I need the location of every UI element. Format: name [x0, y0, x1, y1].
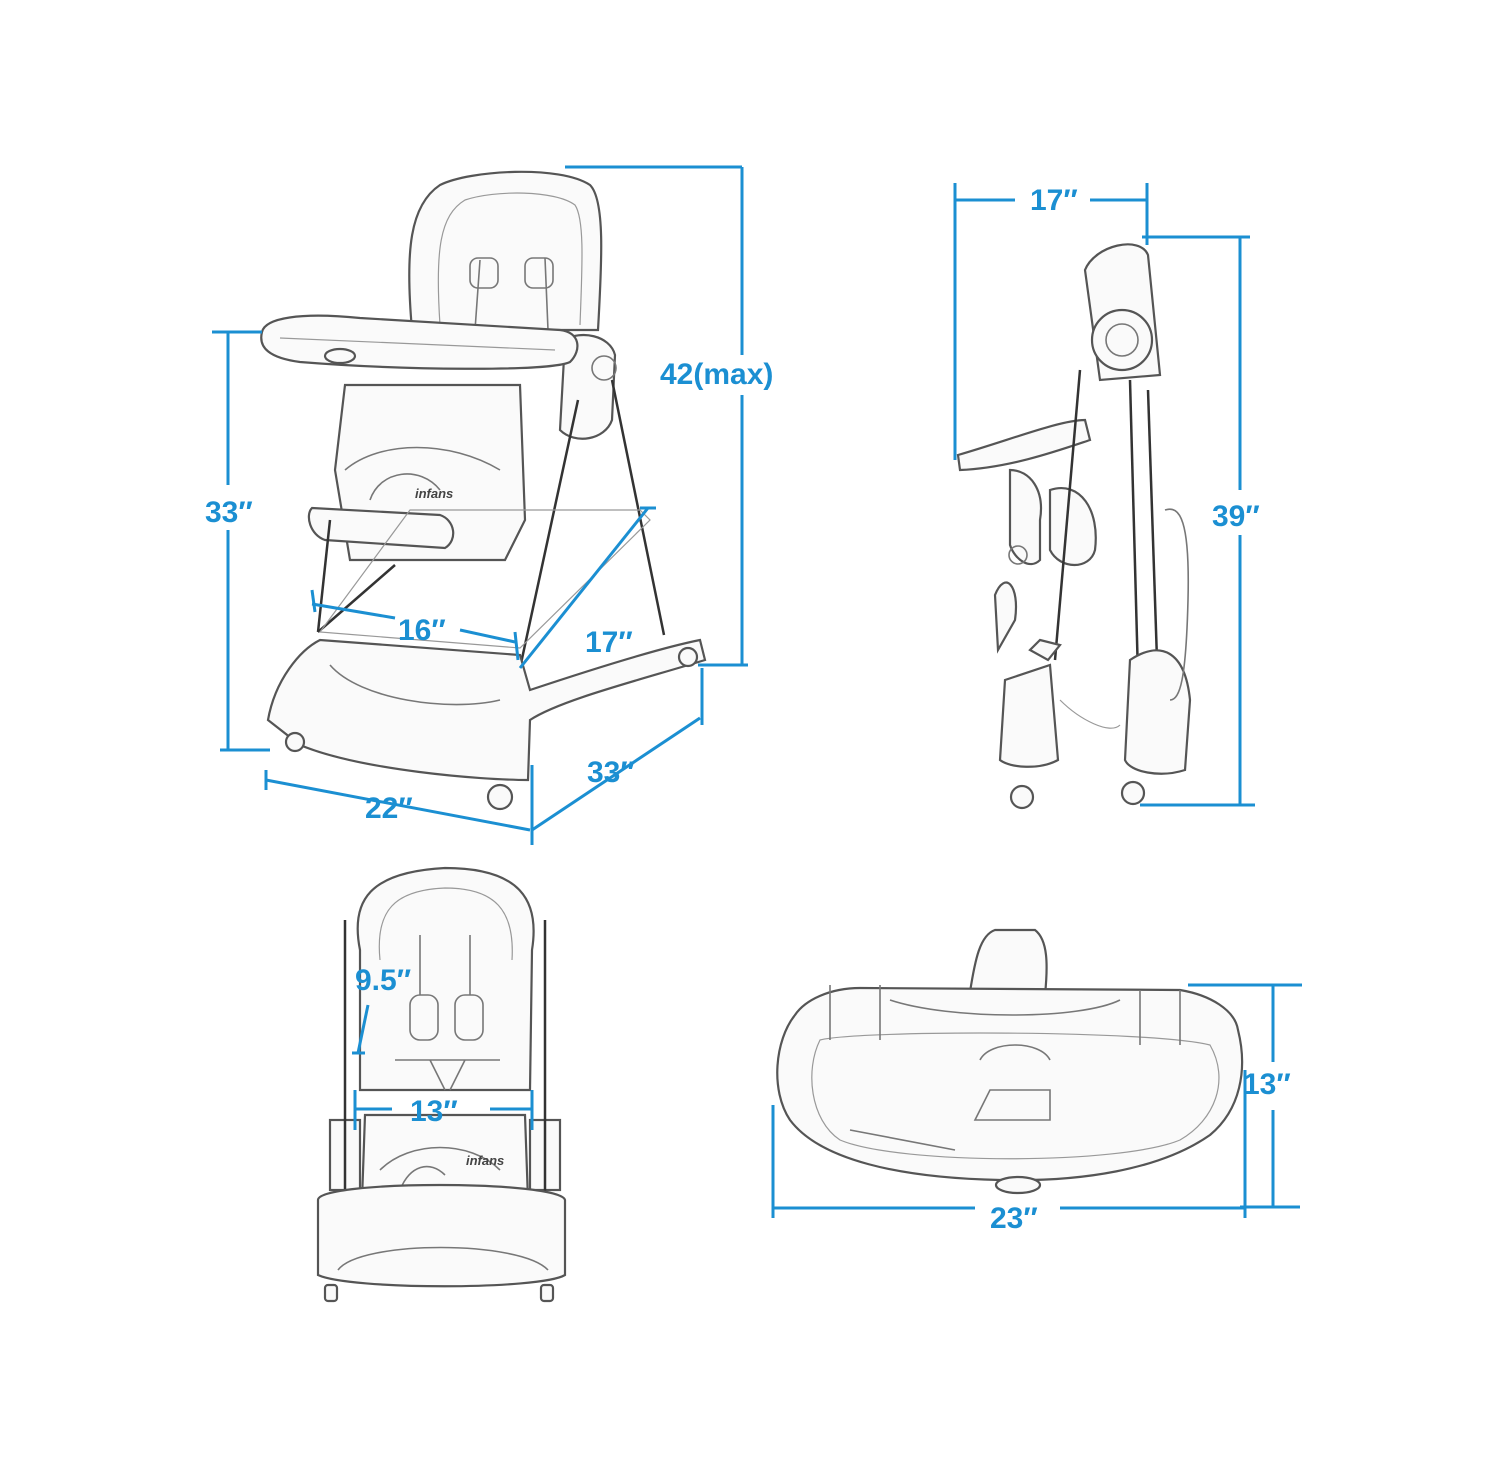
front-brand-text: infans — [466, 1153, 504, 1168]
label-folded-width: 17″ — [1030, 184, 1078, 217]
wheel-front — [486, 783, 514, 811]
dim-line — [265, 778, 531, 832]
front-backrest — [356, 866, 535, 1092]
wheel-rear — [677, 646, 699, 668]
label-footrest-depth: 17″ — [585, 626, 633, 659]
label-tray-depth: 13″ — [1243, 1068, 1291, 1101]
label-base-depth: 33″ — [587, 756, 635, 789]
label-footrest-width: 16″ — [398, 614, 446, 647]
wheel-left — [284, 731, 306, 753]
dim-line — [311, 602, 396, 620]
label-back-height: 9.5″ — [355, 964, 411, 997]
dim-line — [518, 507, 650, 669]
seat-brand-text: infans — [415, 486, 453, 501]
front-base — [316, 1183, 567, 1288]
folded-tray — [956, 418, 1092, 472]
tray-outline — [776, 986, 1244, 1182]
front-left-leg — [316, 519, 332, 633]
highchair-folded-side-view: 17″ 39″ — [953, 183, 1260, 810]
harness-straps — [474, 257, 549, 331]
tray-logo-bottom — [994, 1175, 1042, 1195]
folded-base-front — [998, 663, 1060, 768]
label-seat-height: 33″ — [205, 496, 253, 529]
dim-line — [459, 628, 516, 644]
seat-front-view: infans 9.5″ 13″ — [316, 866, 567, 1303]
highchair-three-quarter-view: infans 42(max) — [205, 165, 773, 845]
label-tray-width: 23″ — [990, 1202, 1038, 1235]
backrest — [408, 170, 603, 332]
dim-line — [513, 631, 520, 661]
tray-top-view: 13″ 23″ — [771, 928, 1302, 1235]
label-height-max: 42(max) — [660, 358, 773, 391]
rear-right-leg — [610, 379, 666, 636]
folded-wheel-front — [1009, 784, 1035, 810]
label-folded-height: 39″ — [1212, 500, 1260, 533]
footrest — [307, 506, 455, 550]
tray-handle — [973, 1044, 1051, 1121]
folded-wheel-rear — [1120, 780, 1146, 806]
front-right-leg — [518, 399, 580, 669]
storage-basket — [318, 509, 651, 649]
folded-base-rear — [1123, 649, 1192, 775]
label-base-width: 22″ — [365, 792, 413, 825]
folded-seat — [1008, 468, 1043, 566]
seat-side-pod — [558, 333, 617, 440]
recline-hub — [1090, 308, 1154, 372]
tray-logo — [323, 347, 357, 365]
dim-line — [310, 589, 317, 613]
tray-insert-tab — [968, 928, 1048, 997]
dim-line — [356, 1004, 370, 1054]
label-seat-width: 13″ — [410, 1095, 458, 1128]
dim-line — [531, 716, 701, 832]
